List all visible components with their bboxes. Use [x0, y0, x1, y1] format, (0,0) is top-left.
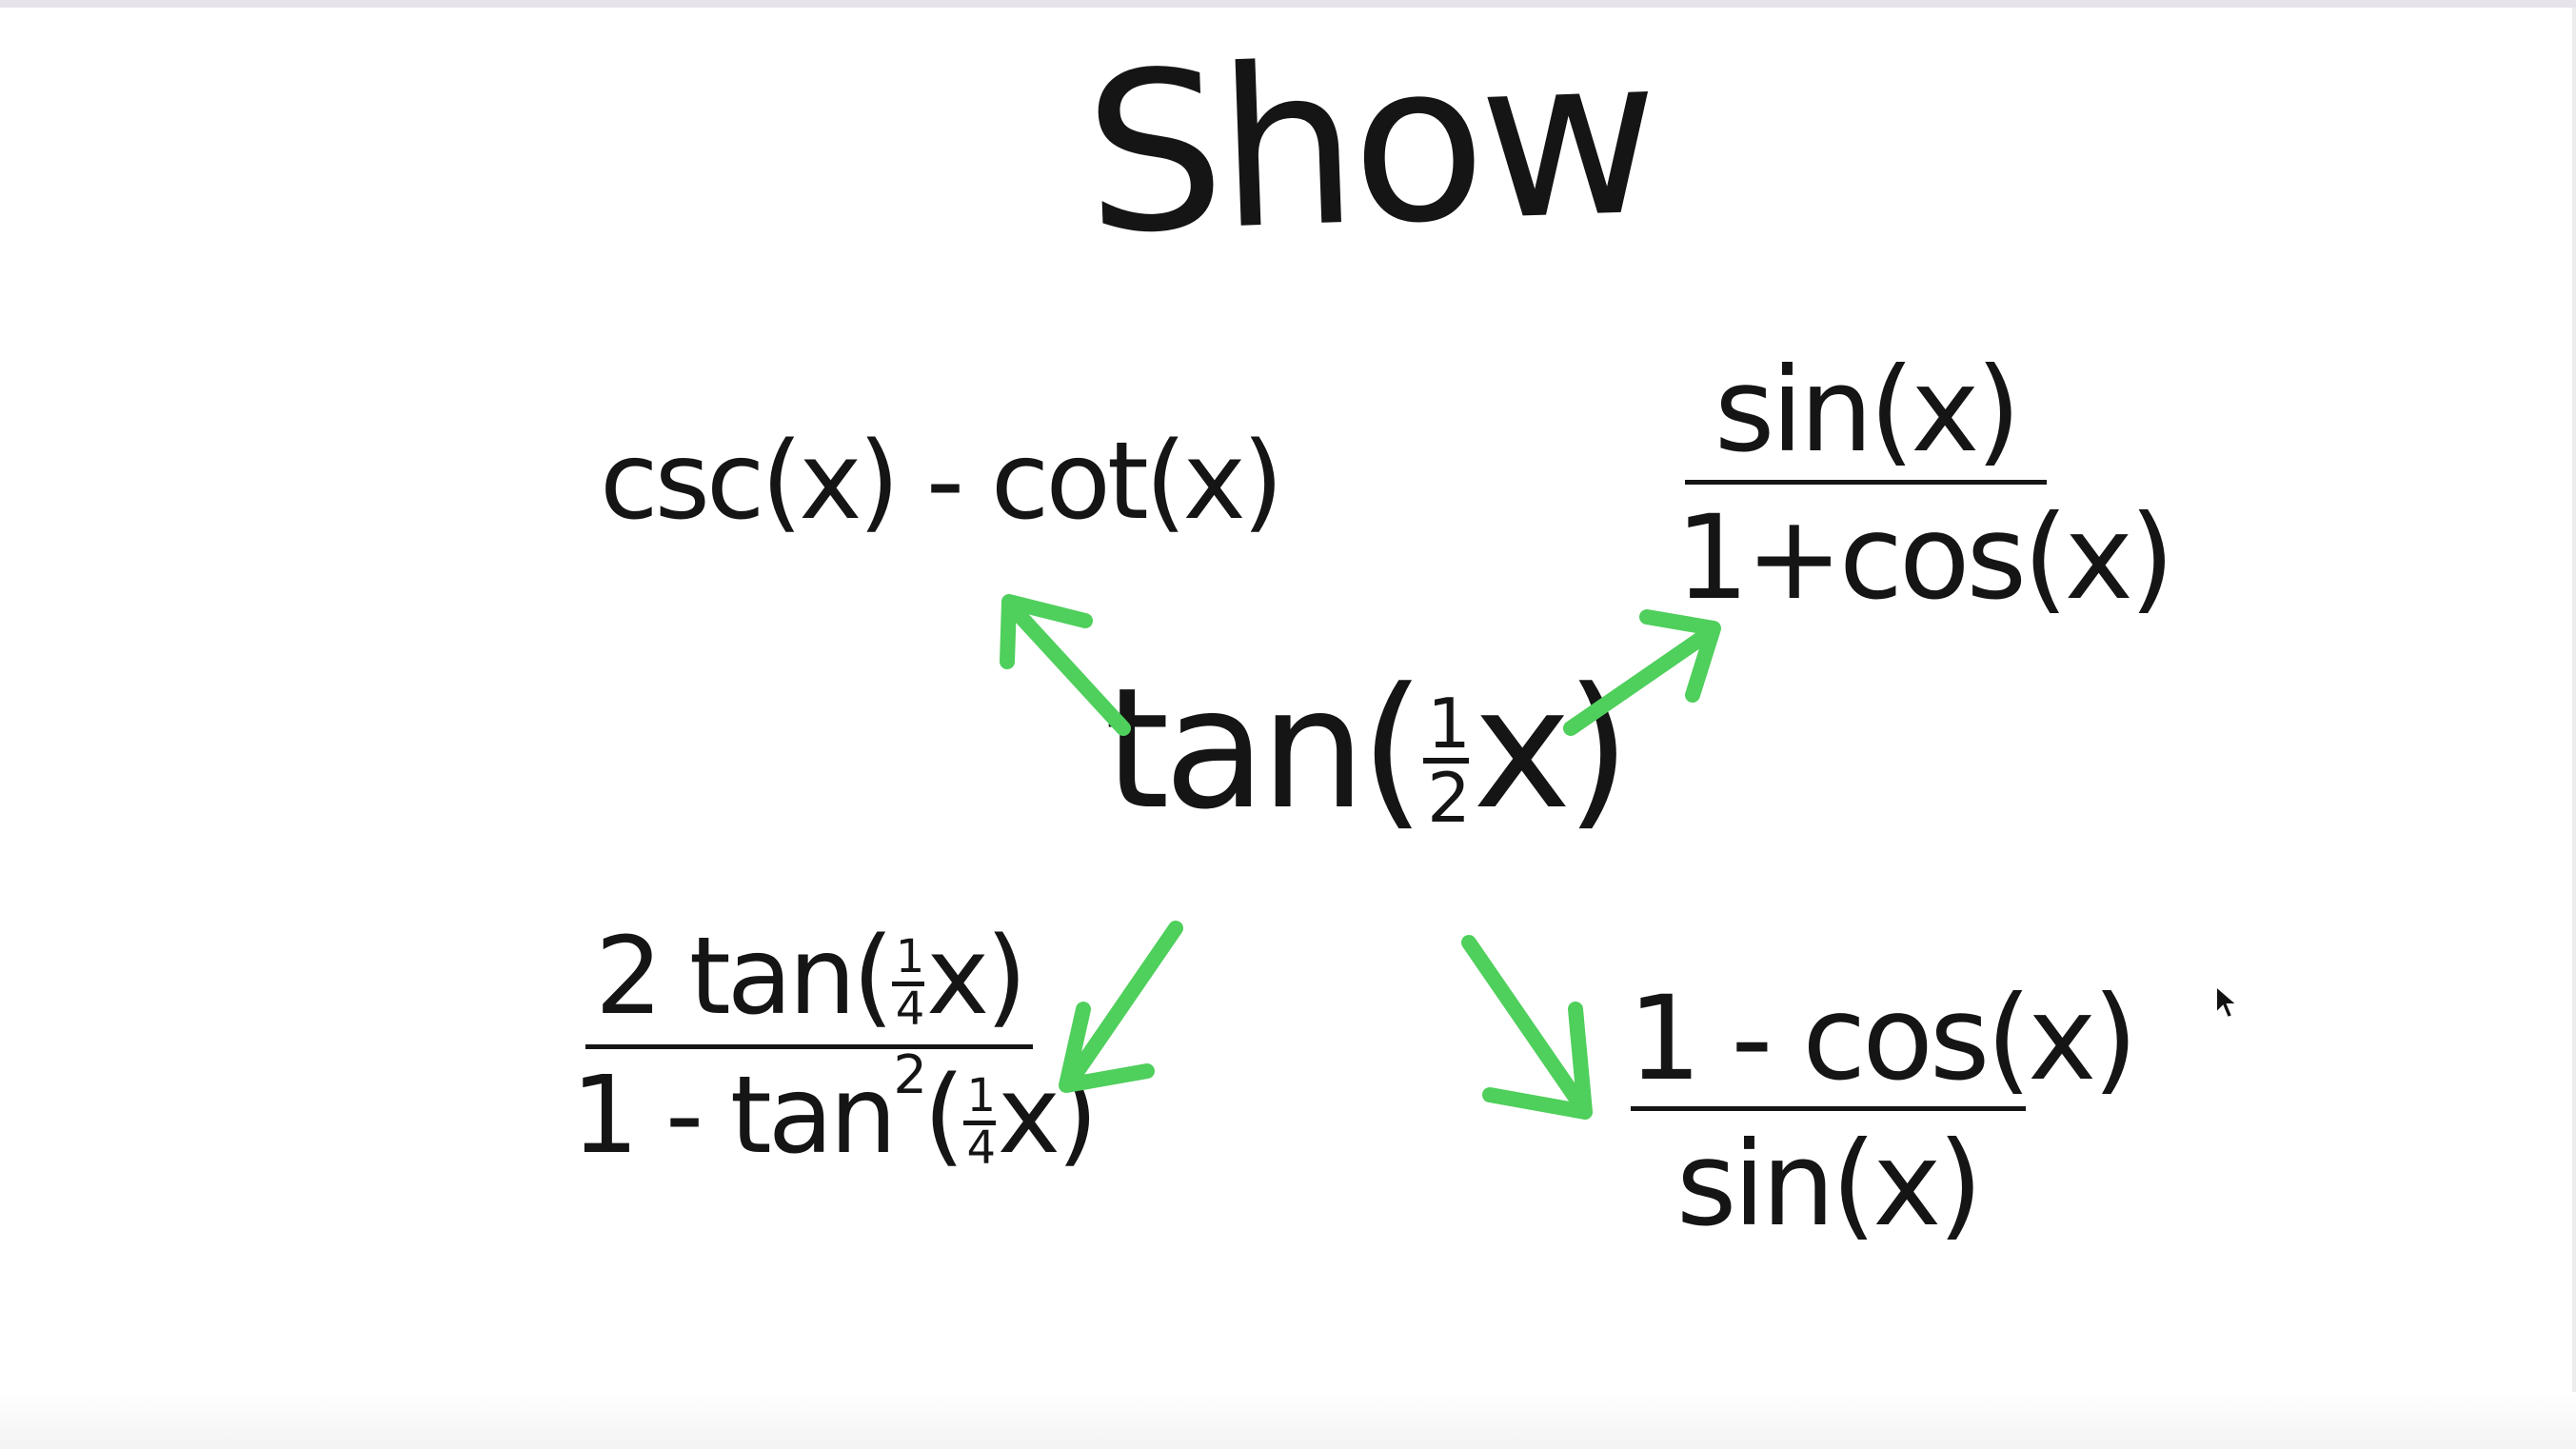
arrow-icon-bottom-right	[1461, 935, 1593, 1120]
bottom-right-fraction-bar	[1630, 1106, 2026, 1111]
half-numerator: 1	[1427, 683, 1471, 764]
half-denominator: 2	[1427, 758, 1471, 839]
bl-num-prefix: 2 tan(	[594, 915, 894, 1039]
bl-den-power: 2	[893, 1044, 927, 1107]
arrow-icon-top-left	[1000, 594, 1131, 736]
arrow-icon-bottom-left	[1059, 921, 1183, 1093]
top-right-numerator: sin(x)	[1714, 343, 2021, 478]
quarter-top-num: 1	[895, 930, 925, 984]
identity-top-left: csc(x) - cot(x)	[600, 420, 1283, 544]
half-bar	[1423, 758, 1470, 764]
bl-den-prefix: 1 - tan	[571, 1054, 897, 1179]
center-fn: tan(	[1104, 653, 1425, 846]
quarter-bottom-bar	[962, 1121, 996, 1126]
center-var: x)	[1473, 653, 1631, 846]
quarter-top-den: 4	[895, 982, 925, 1036]
arrow-icon-top-right	[1563, 609, 1721, 736]
mouse-cursor-icon	[2215, 984, 2240, 1020]
quarter-bottom-num: 1	[966, 1069, 996, 1123]
bl-den-open: (	[923, 1054, 965, 1179]
bottom-left-fraction-bar	[585, 1044, 1033, 1050]
quarter-top-bar	[892, 981, 925, 986]
window-right-edge	[2572, 8, 2576, 1398]
quarter-bottom-den: 4	[966, 1121, 996, 1176]
bottom-right-denominator: sin(x)	[1675, 1117, 1983, 1252]
window-top-strip	[0, 0, 2576, 8]
window-bottom-edge	[0, 1392, 2576, 1449]
bl-num-suffix: x)	[926, 915, 1027, 1039]
top-right-fraction-bar	[1685, 480, 2047, 485]
